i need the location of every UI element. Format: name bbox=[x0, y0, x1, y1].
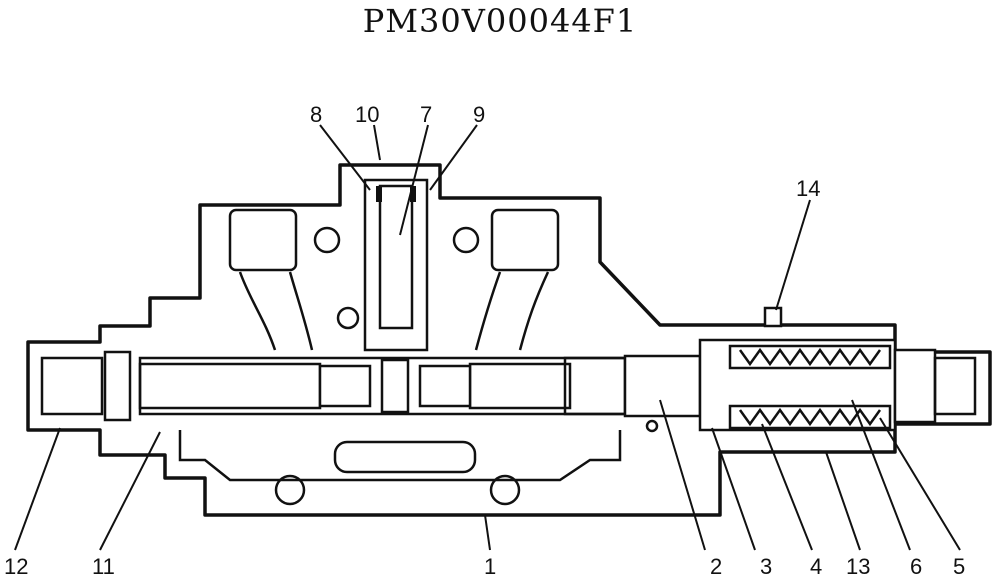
valve-body bbox=[26, 163, 992, 517]
callout-13: 13 bbox=[846, 554, 870, 579]
callout-8: 8 bbox=[310, 102, 322, 127]
callout-11: 11 bbox=[92, 554, 115, 579]
callout-1: 1 bbox=[484, 554, 496, 579]
leader-lines bbox=[14, 124, 961, 551]
callout-5: 5 bbox=[953, 554, 965, 579]
drawing-code: PM30V00044F1 bbox=[362, 2, 638, 40]
callout-3: 3 bbox=[760, 554, 772, 579]
callout-7: 7 bbox=[420, 102, 432, 127]
callout-6: 6 bbox=[910, 554, 922, 579]
callout-2: 2 bbox=[710, 554, 722, 579]
callout-10: 10 bbox=[355, 102, 379, 127]
callout-12: 12 bbox=[4, 554, 28, 579]
callout-14: 14 bbox=[796, 176, 820, 201]
callout-9: 9 bbox=[473, 102, 485, 127]
callout-4: 4 bbox=[810, 554, 822, 579]
callout-labels: 1 2 3 4 5 6 7 8 9 10 11 12 13 14 bbox=[4, 102, 965, 579]
